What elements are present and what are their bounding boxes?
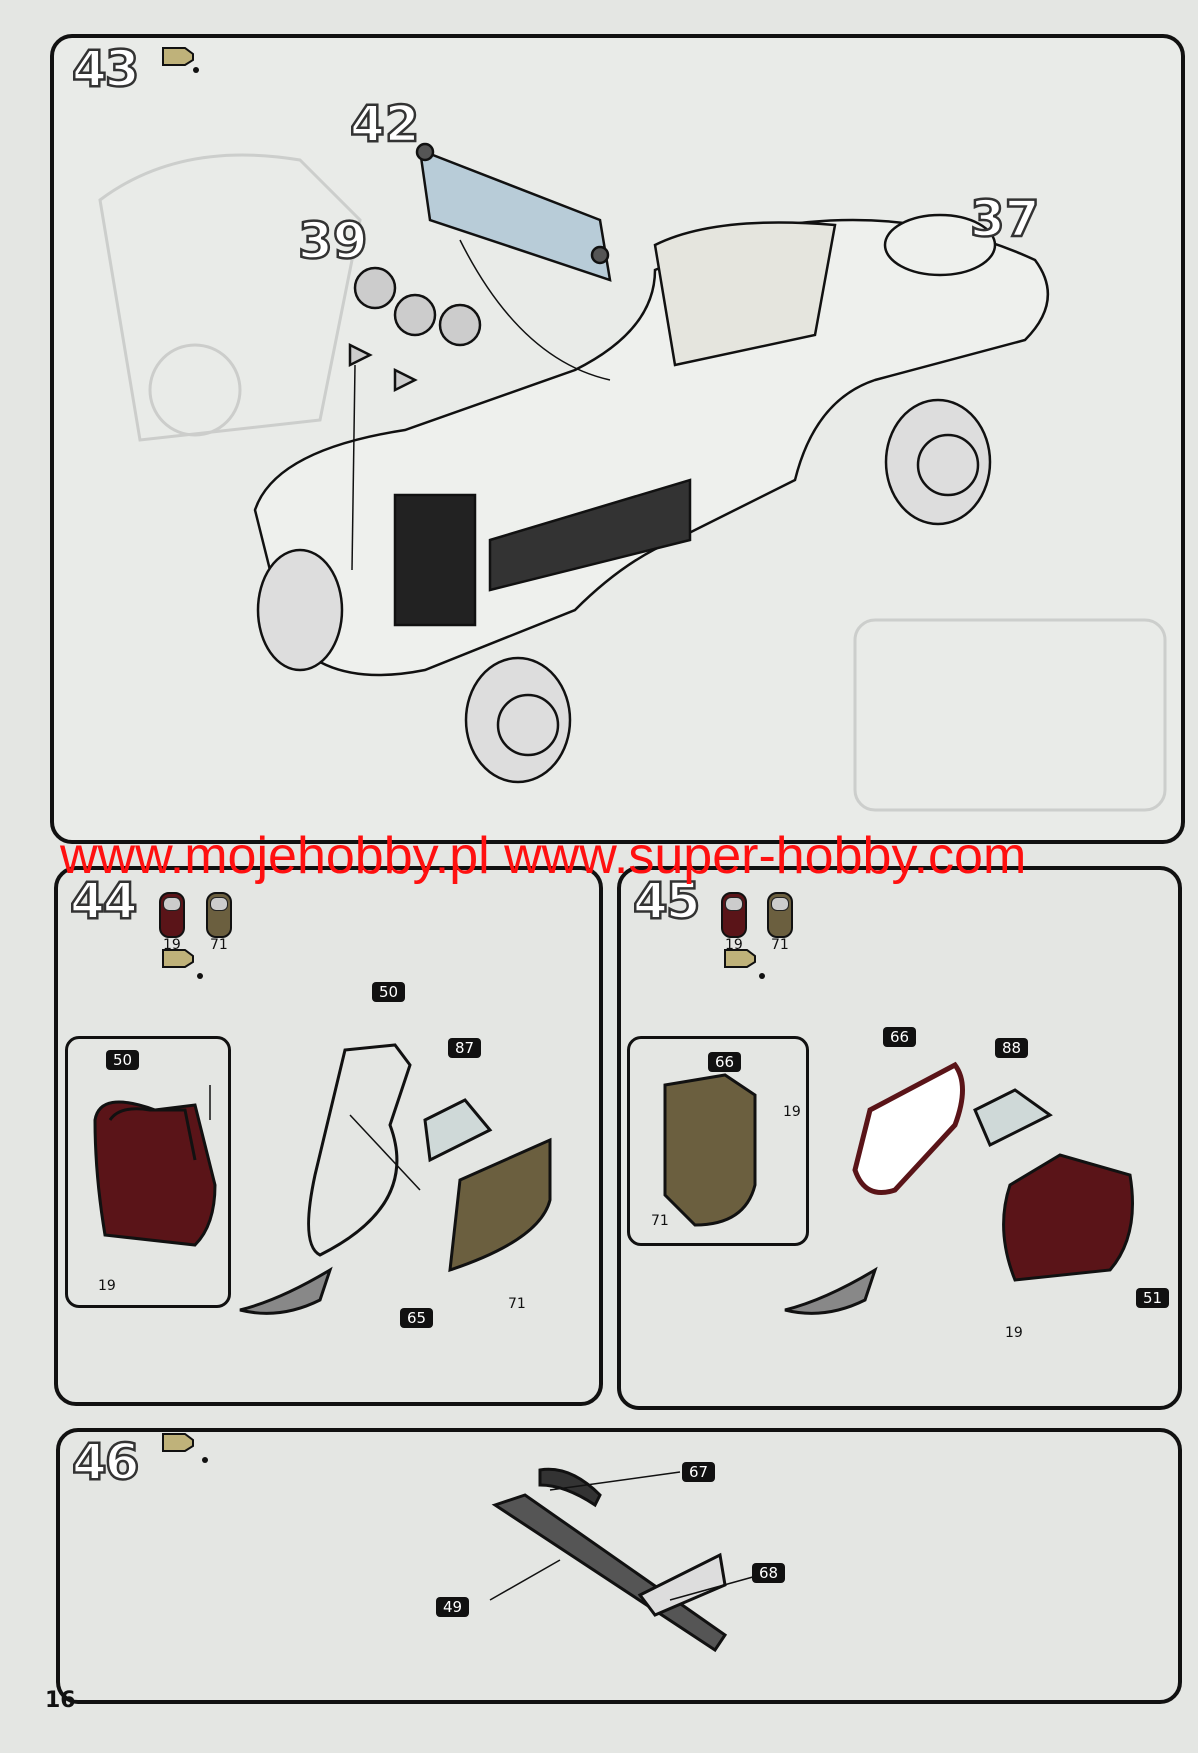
paint-callout: 19 bbox=[1005, 1325, 1023, 1341]
glue-tube-icon bbox=[162, 1433, 208, 1463]
door-frame-44 bbox=[239, 1043, 552, 1315]
watermark: www.mojehobby.pl www.super-hobby.com bbox=[60, 827, 1027, 885]
part-tag: 51 bbox=[1136, 1288, 1170, 1308]
paint-callout: 19 bbox=[783, 1104, 801, 1120]
door-inset-45 bbox=[663, 1073, 757, 1227]
paint-number: 19 bbox=[725, 937, 743, 953]
door-inset-44 bbox=[93, 1100, 217, 1247]
part-tag: 88 bbox=[995, 1038, 1029, 1058]
step-46-panel bbox=[56, 1428, 1182, 1704]
part-number-42: 42 bbox=[349, 94, 421, 155]
paint-number: 71 bbox=[210, 937, 228, 953]
glue-tube-icon bbox=[724, 949, 765, 979]
part-number-39: 39 bbox=[297, 211, 369, 272]
part-tag: 66 bbox=[883, 1027, 917, 1047]
part-tag: 50 bbox=[372, 982, 406, 1002]
door-frame-45 bbox=[784, 1061, 1134, 1315]
step-number: 45 bbox=[632, 871, 702, 932]
part-tag: 67 bbox=[682, 1462, 716, 1482]
part-tag: 49 bbox=[436, 1597, 470, 1617]
paint-pot-icon bbox=[721, 892, 747, 938]
paint-callout: 71 bbox=[508, 1296, 526, 1312]
car-body bbox=[253, 213, 1050, 784]
paint-callout: 71 bbox=[651, 1213, 669, 1229]
part-tag: 87 bbox=[448, 1038, 482, 1058]
step-number: 44 bbox=[69, 871, 139, 932]
step-number: 46 bbox=[71, 1432, 141, 1493]
paint-number: 71 bbox=[771, 937, 789, 953]
page-number: 16 bbox=[45, 1688, 76, 1713]
lamps-part bbox=[348, 266, 482, 571]
step-number: 43 bbox=[71, 39, 141, 100]
part-tag: 68 bbox=[752, 1563, 786, 1583]
part-number-37: 37 bbox=[969, 189, 1041, 250]
windshield-part bbox=[415, 142, 612, 381]
paint-pot-icon bbox=[767, 892, 793, 938]
step-45-panel bbox=[617, 866, 1182, 1410]
inset-box bbox=[627, 1036, 809, 1246]
inset-box bbox=[65, 1036, 231, 1308]
paint-number: 19 bbox=[163, 937, 181, 953]
paint-pot-icon bbox=[159, 892, 185, 938]
paint-callout: 19 bbox=[98, 1278, 116, 1294]
glue-tube-icon bbox=[162, 47, 199, 73]
part-tag: 66 bbox=[708, 1052, 742, 1072]
glue-tube-icon bbox=[162, 949, 203, 979]
step-44-panel bbox=[54, 866, 603, 1406]
paint-pot-icon bbox=[206, 892, 232, 938]
part-tag: 50 bbox=[106, 1050, 140, 1070]
part-tag: 65 bbox=[400, 1308, 434, 1328]
